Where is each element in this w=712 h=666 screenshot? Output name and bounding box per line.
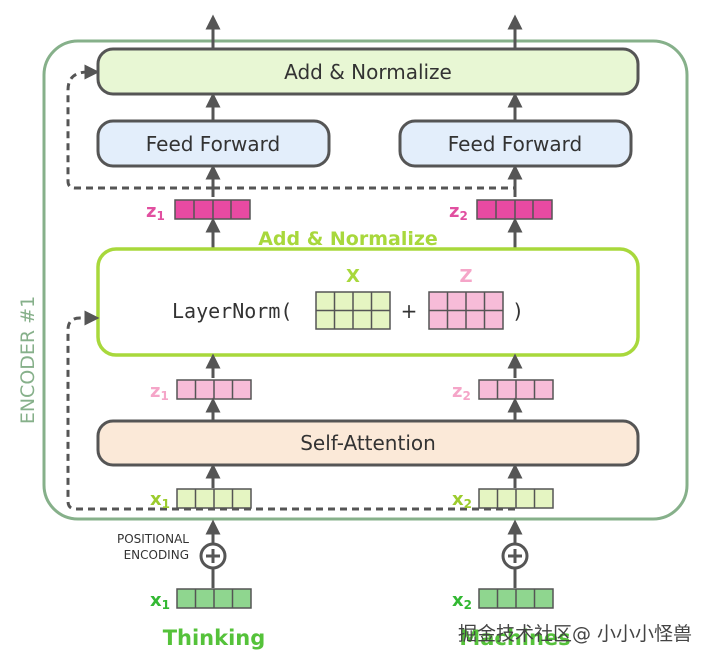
x-matrix	[315, 291, 391, 330]
z2-bottom-label: z2	[452, 381, 471, 403]
x1-in-label: x1	[150, 489, 170, 511]
encoder-title: ENCODER #1	[17, 296, 39, 424]
input-word-thinking: Thinking	[163, 626, 266, 650]
x1-embed-label: x1	[150, 590, 170, 612]
positional-encoding-add-icon-right	[501, 542, 529, 570]
input-word-machines: Machines	[459, 626, 570, 650]
x2-embed-vector	[478, 588, 554, 609]
z1-bottom-label: z1	[150, 381, 169, 403]
z1-top-vector	[174, 199, 251, 220]
feed-forward-left-label: Feed Forward	[146, 132, 281, 156]
layernorm-prefix: LayerNorm(	[172, 299, 292, 323]
layernorm-suffix: )	[512, 299, 524, 323]
positional-encoding-add-icon-left	[199, 542, 227, 570]
positional-encoding-line2: ENCODING	[124, 548, 189, 562]
self-attention-box	[96, 419, 640, 467]
z2-top-vector	[476, 199, 553, 220]
z-matrix	[428, 291, 504, 330]
z2-top-label: z2	[449, 201, 468, 223]
x-matrix-label: X	[346, 266, 360, 287]
residual-dashed-upper	[66, 64, 213, 190]
x2-embed-label: x2	[452, 590, 472, 612]
z1-bottom-vector	[176, 379, 252, 400]
x1-in-vector	[176, 488, 252, 509]
plus-sign: +	[401, 299, 418, 323]
residual-dashed-lower	[66, 310, 515, 511]
x1-embed-vector	[176, 588, 252, 609]
z1-top-label: z1	[146, 201, 165, 223]
add-normalize-top-label: Add & Normalize	[284, 60, 452, 84]
add-normalize-mid-title: Add & Normalize	[258, 228, 438, 250]
x2-in-label: x2	[452, 489, 472, 511]
x2-in-vector	[478, 488, 554, 509]
feed-forward-right-label: Feed Forward	[448, 132, 583, 156]
positional-encoding-line1: POSITIONAL	[117, 532, 189, 546]
self-attention-label: Self-Attention	[300, 431, 436, 455]
encoder-frame	[42, 39, 689, 521]
z2-bottom-vector	[478, 379, 554, 400]
z-matrix-label: Z	[459, 266, 472, 287]
watermark: 掘金技术社区@ 小小小怪兽	[458, 623, 692, 645]
